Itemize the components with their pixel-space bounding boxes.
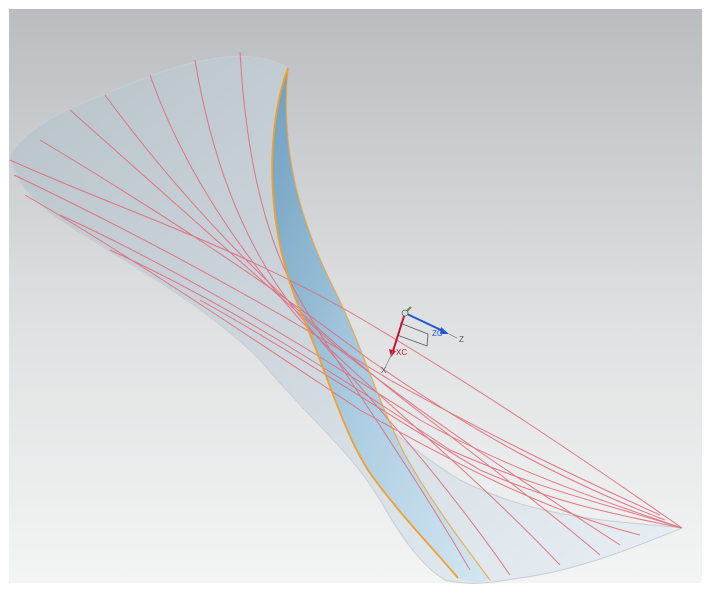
twisted-surface-model[interactable] [9, 51, 683, 584]
top-border [0, 0, 711, 9]
isoline [24, 194, 641, 536]
zc-label: ZC [432, 329, 443, 338]
surface-inner-face[interactable] [272, 68, 490, 583]
left-border [0, 0, 9, 592]
bottom-border [0, 583, 711, 592]
isoline [13, 174, 661, 516]
x-axis-extension [384, 350, 394, 369]
xc-label: XC [396, 348, 407, 357]
right-border [702, 0, 711, 592]
triad-plane [396, 322, 429, 347]
x-label: X [381, 366, 387, 375]
xc-axis-line [392, 312, 406, 352]
isoline [109, 249, 683, 529]
zc-arrow-icon [440, 327, 449, 334]
isoparametric-curves [9, 51, 683, 576]
isoline [239, 51, 471, 571]
coordinate-triad[interactable]: XC ZC X Z [381, 306, 464, 375]
isoline [194, 59, 511, 576]
z-label: Z [459, 335, 464, 344]
isoline [9, 159, 683, 529]
isoline [39, 139, 666, 521]
zc-axis-line [404, 312, 444, 332]
isoline [59, 214, 683, 529]
surface-edge-top[interactable] [271, 67, 459, 579]
isoline [149, 74, 561, 566]
z-axis-extension [448, 333, 458, 339]
isoline [199, 299, 683, 529]
triad-origin[interactable] [401, 309, 409, 317]
surface-edge-inner[interactable] [285, 67, 491, 581]
